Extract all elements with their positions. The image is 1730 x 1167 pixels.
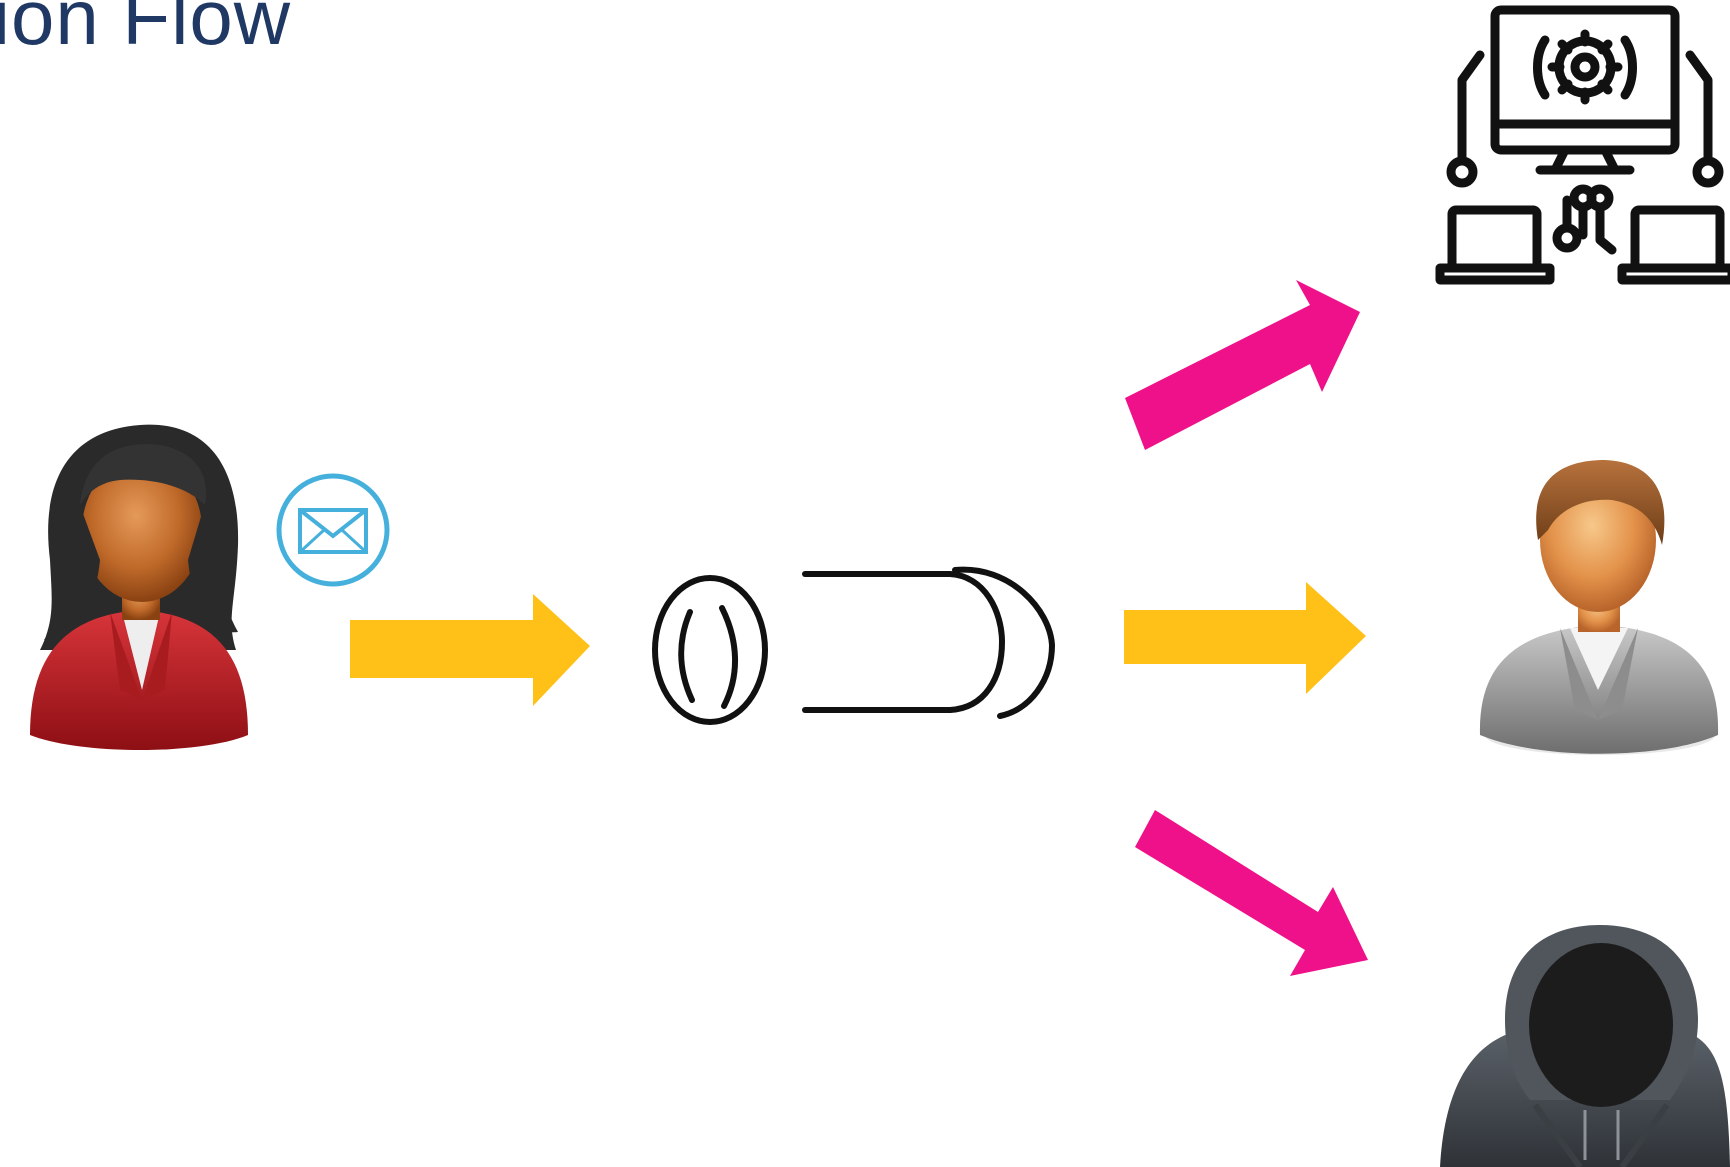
woman-user-icon [30,424,248,750]
arrow-channel-to-system [1125,280,1360,450]
hooded-hacker-icon [1440,925,1730,1167]
arrow-channel-to-attacker [1135,810,1368,976]
envelope-icon [276,473,390,587]
pipe-icon [652,566,1056,725]
man-user-icon [1479,460,1719,755]
arrow-channel-to-receiver [1124,582,1366,694]
arrow-sender-to-channel [350,594,590,706]
computer-network-icon [1435,5,1730,285]
page-title: tion Flow [0,0,292,61]
